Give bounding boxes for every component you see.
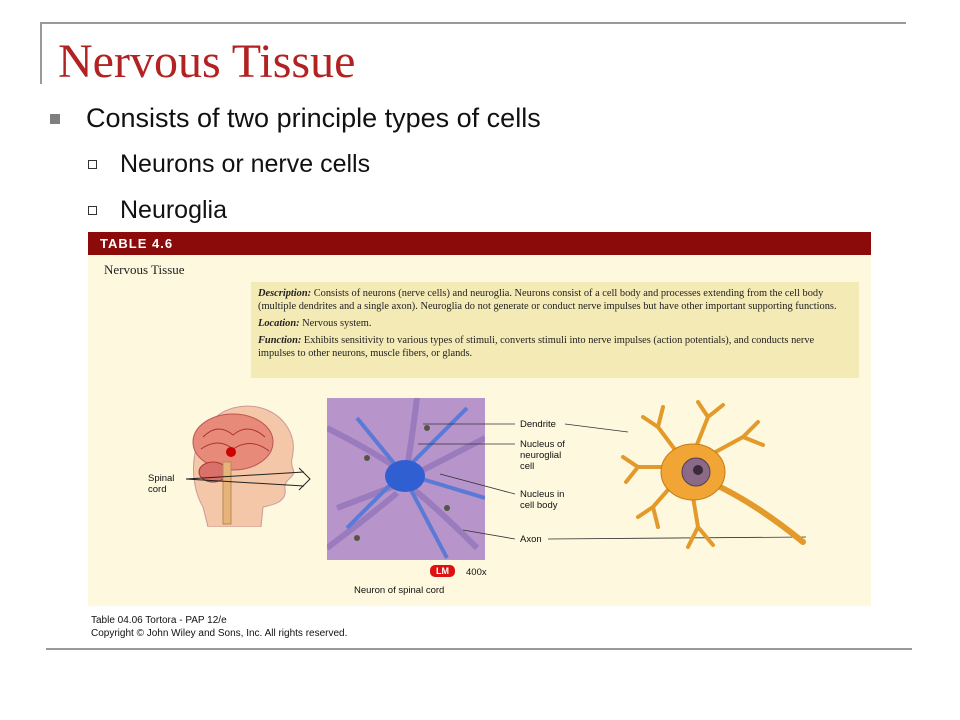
description-text: Consists of neurons (nerve cells) and ne… [258,288,837,312]
slide-frame-left [40,22,42,84]
micrograph-caption: Neuron of spinal cord [354,585,445,596]
slide-frame-top [40,22,906,24]
function-text: Exhibits sensitivity to various types of… [258,335,815,359]
main-bullet-text: Consists of two principle types of cells [86,103,541,133]
hollow-square-bullet-icon [88,206,97,215]
sub-bullet-text: Neurons or nerve cells [120,150,371,178]
location-text: Nervous system. [302,318,372,329]
description-label: Description: [258,288,312,299]
square-bullet-icon [50,113,60,124]
magnification-label: 400x [466,567,487,578]
sub-bullet-text: Neuroglia [120,196,228,224]
hollow-square-bullet-icon [88,160,97,169]
slide-title: Nervous Tissue [58,35,356,88]
slide-frame-bottom [46,648,912,650]
figure-credit: Table 04.06 Tortora - PAP 12/e Copyright… [91,614,347,640]
sub-bullet-neurons: Neurons or nerve cells [88,150,370,179]
sub-bullet-neuroglia: Neuroglia [88,196,227,225]
function-label: Function: [258,335,302,346]
neuron-illustration [621,400,806,549]
description-box: Description: Consists of neurons (nerve … [251,282,859,378]
head-illustration [192,405,295,527]
credit-line-2: Copyright © John Wiley and Sons, Inc. Al… [91,628,348,639]
credit-line-1: Table 04.06 Tortora - PAP 12/e [91,615,227,626]
axon-label: Axon [520,534,542,545]
table-label: TABLE 4.6 [100,236,174,251]
figure-subtitle: Nervous Tissue [104,262,185,277]
location-label: Location: [258,318,300,329]
table-header-bar: TABLE 4.6 [88,232,871,255]
dendrite-label: Dendrite [520,419,556,430]
leader-lines [418,423,807,540]
lm-badge: LM [430,565,455,577]
spinal-cord-pointer [185,467,311,491]
main-bullet: Consists of two principle types of cells [50,103,541,134]
textbook-figure: TABLE 4.6 Nervous Tissue Description: Co… [88,232,871,606]
